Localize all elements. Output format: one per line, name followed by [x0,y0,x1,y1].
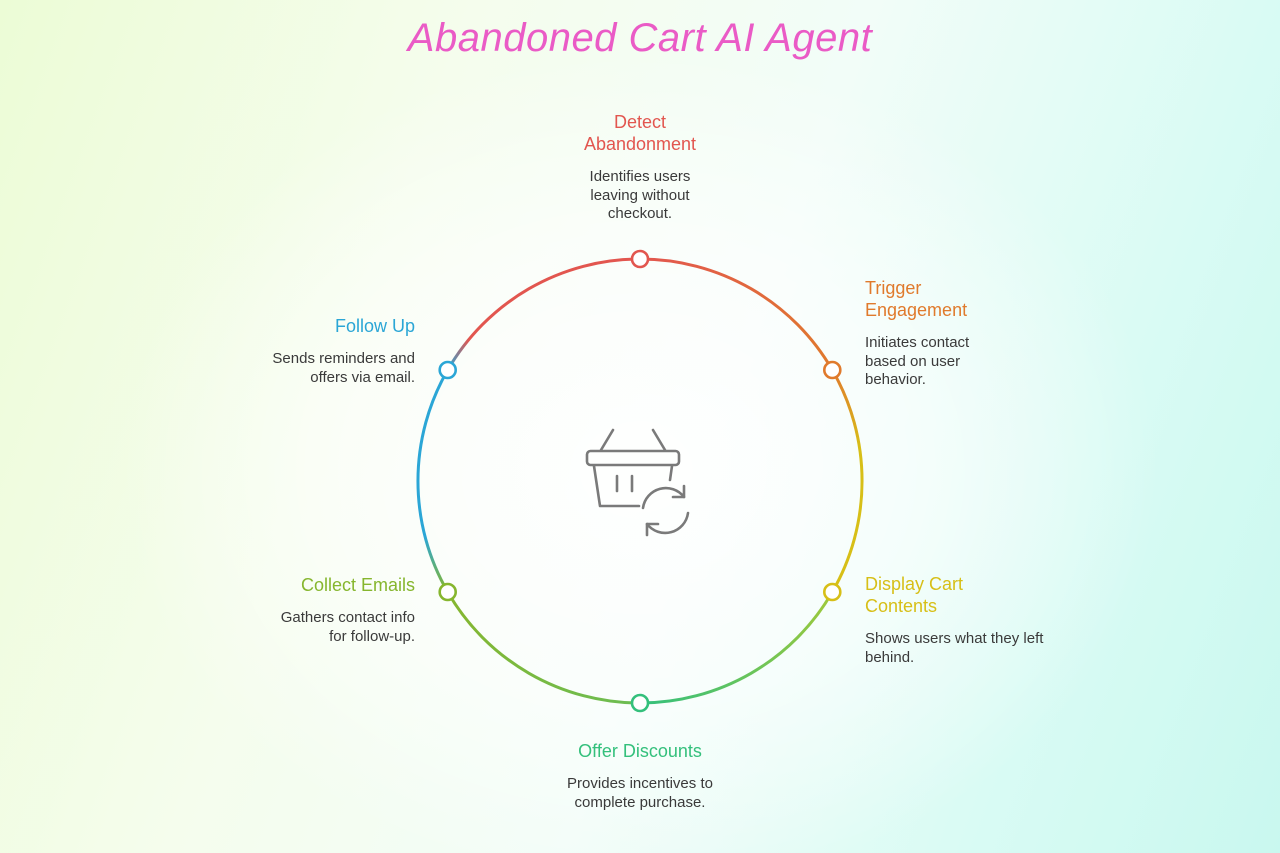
step-detect: Detect Abandonment Identifies users leav… [540,111,740,224]
ring-arc-offer-collect [446,591,641,705]
step-display: Display Cart Contents Shows users what t… [865,573,1055,667]
node-trigger [822,360,842,380]
ring-arc-detect-trigger [639,257,834,371]
step-desc-display: Shows users what they left behind. [865,630,1044,666]
step-desc-trigger: Initiates contact based on user behavior… [865,334,970,388]
node-collect [438,582,458,602]
step-desc-follow: Sends reminders and offers via email. [272,350,415,386]
step-trigger: Trigger Engagement Initiates contact bas… [865,277,1025,390]
ring-arc-collect-follow [416,369,449,593]
step-desc-collect: Gathers contact info for follow-up. [280,609,415,645]
step-follow: Follow Up Sends reminders and offers via… [215,315,415,387]
step-offer: Offer Discounts Provides incentives to c… [520,740,760,812]
step-title-detect: Detect Abandonment [583,112,697,154]
ring-arc-trigger-display [831,369,864,593]
step-title-collect: Collect Emails [300,575,415,595]
node-offer [630,693,650,713]
diagram-title: Abandoned Cart AI Agent [407,16,873,60]
step-title-trigger: Trigger Engagement [865,278,968,320]
ring-arc-display-offer [639,591,834,705]
node-follow [438,360,458,380]
step-collect: Collect Emails Gathers contact info for … [215,574,415,646]
step-title-display: Display Cart Contents [865,574,964,616]
step-desc-detect: Identifies users leaving without checkou… [589,168,691,222]
ring-arc-follow-detect [446,257,641,371]
shopping-basket-refresh-icon [585,428,690,537]
step-desc-offer: Provides incentives to complete purchase… [567,775,713,811]
step-title-follow: Follow Up [334,316,415,336]
node-detect [630,249,650,269]
node-display [822,582,842,602]
step-title-offer: Offer Discounts [578,741,702,761]
